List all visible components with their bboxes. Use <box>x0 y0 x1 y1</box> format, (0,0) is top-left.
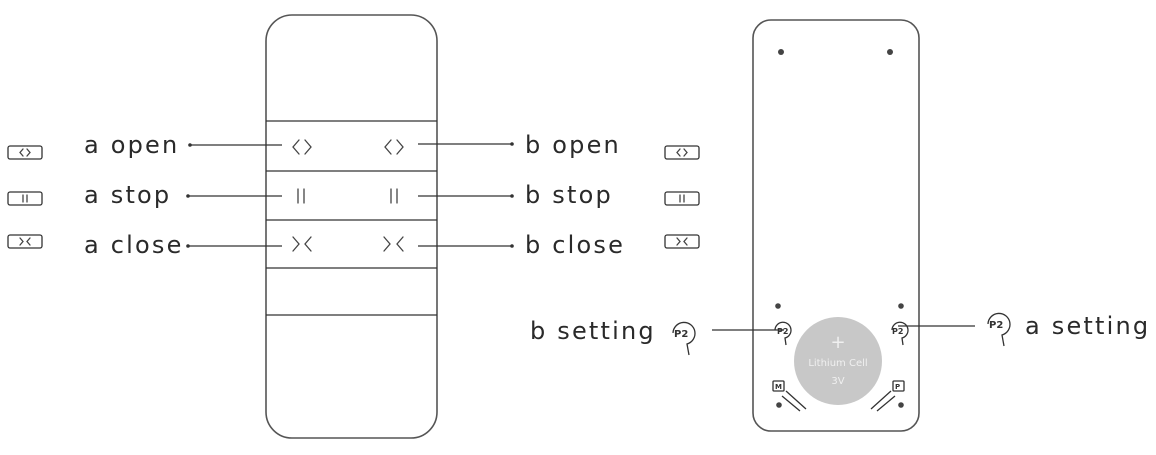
b-close-label: b close <box>525 231 625 259</box>
leader-lines-left <box>186 143 282 248</box>
stop-icon <box>390 188 398 204</box>
reset-label: P <box>895 383 900 391</box>
p2-label: P2 <box>892 327 903 336</box>
a-open-button[interactable] <box>292 139 312 155</box>
b-stop-label: b stop <box>525 181 613 209</box>
open-icon <box>7 145 43 160</box>
indicator-dot <box>898 402 904 408</box>
stop-icon <box>664 191 700 206</box>
close-icon <box>7 234 43 249</box>
battery-circle <box>794 317 882 405</box>
p2-label: P2 <box>777 327 788 336</box>
indicator-dot <box>898 303 904 309</box>
stop-icon <box>297 188 305 204</box>
reset-lever <box>870 390 896 412</box>
a-stop-label: a stop <box>84 181 171 209</box>
b-stop-button[interactable] <box>390 188 398 204</box>
a-open-label: a open <box>84 131 179 159</box>
p2-icon-a-setting: P2 <box>987 312 1011 347</box>
b-setting-label: b setting <box>530 317 656 345</box>
p2-icon-b-setting: P2 <box>672 321 696 356</box>
battery-plus: + <box>830 332 845 353</box>
m-lever <box>781 390 807 412</box>
screw-hole <box>887 49 893 55</box>
back-remote-body <box>752 19 920 432</box>
reset-button[interactable]: P <box>870 380 905 412</box>
m-label: M <box>775 383 782 391</box>
battery-voltage: 3V <box>831 376 844 387</box>
p2-button-b[interactable]: P2 <box>774 321 792 346</box>
b-close-button[interactable] <box>383 236 404 252</box>
close-icon <box>383 236 404 252</box>
a-setting-label: a setting <box>1025 312 1150 340</box>
a-stop-button[interactable] <box>297 188 305 204</box>
front-remote-body <box>265 14 438 439</box>
legend-icons-right <box>664 145 700 249</box>
p2-button-a[interactable]: P2 <box>891 321 909 346</box>
back-remote: + Lithium Cell 3V P2 P2 M P <box>752 19 920 432</box>
a-close-label: a close <box>84 231 184 259</box>
front-remote <box>265 14 438 439</box>
b-open-button[interactable] <box>384 139 404 155</box>
m-button[interactable]: M <box>772 380 807 412</box>
battery-cell: + Lithium Cell 3V <box>794 317 882 405</box>
stop-icon <box>7 191 43 206</box>
indicator-dot <box>776 402 782 408</box>
battery-type: Lithium Cell <box>808 358 867 369</box>
b-open-label: b open <box>525 131 621 159</box>
close-icon <box>664 234 700 249</box>
p2-icon <box>891 321 909 346</box>
p2-icon-label: P2 <box>989 320 1003 331</box>
p2-icon-label: P2 <box>674 329 688 340</box>
a-close-button[interactable] <box>292 236 312 252</box>
open-icon <box>384 139 404 155</box>
close-icon <box>292 236 312 252</box>
legend-icons-left <box>7 145 43 249</box>
indicator-dot <box>775 303 781 309</box>
open-icon <box>292 139 312 155</box>
screw-hole <box>778 49 784 55</box>
open-icon <box>664 145 700 160</box>
p2-icon <box>774 321 792 346</box>
leader-lines-right <box>418 142 514 248</box>
